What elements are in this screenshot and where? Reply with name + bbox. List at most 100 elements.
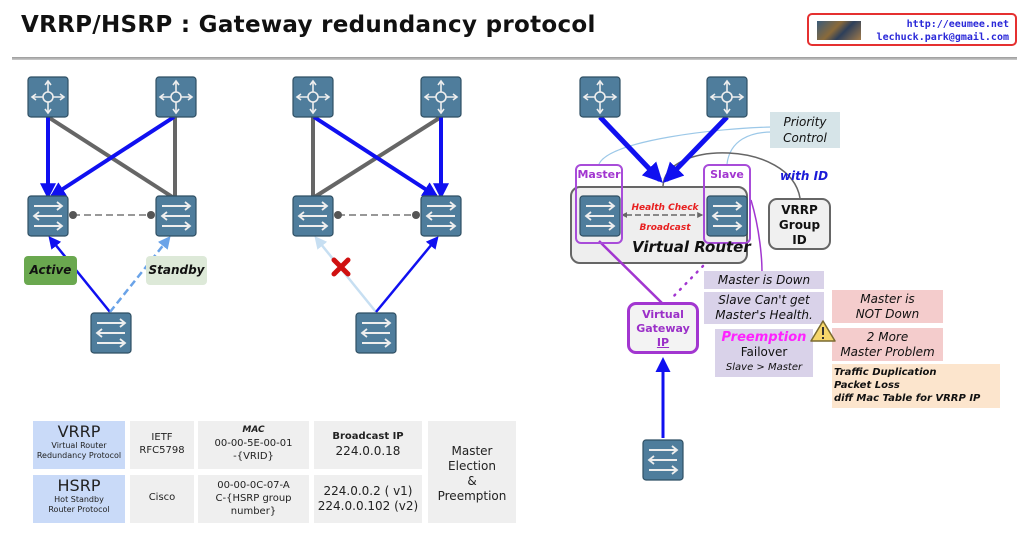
protocol-fullname: Router Protocol [48, 505, 110, 514]
table-cell-protocol: HSRP Hot Standby Router Protocol [33, 475, 125, 523]
table-cell-org: Cisco [130, 475, 194, 523]
group-id-line: Group [778, 218, 821, 232]
problem-item: diff Mac Table for VRRP IP [834, 393, 981, 404]
title-divider [12, 57, 1017, 60]
master-outline: Master [575, 164, 623, 244]
group-id-line: VRRP [781, 203, 818, 217]
link-active [312, 115, 439, 198]
problems-list: Traffic Duplication Packet Loss diff Mac… [832, 364, 1000, 408]
uplink-active [48, 236, 111, 313]
credit-email-link[interactable]: lechuck.park@gmail.com [876, 32, 1009, 43]
org-line: IETF [151, 432, 173, 443]
switch-standby-icon [155, 195, 197, 237]
credit-url-link[interactable]: http://eeumee.net [906, 19, 1009, 30]
router-icon [155, 76, 197, 118]
ip-line: 224.0.0.18 [335, 444, 401, 458]
protocol-fullname: Hot Standby [54, 495, 104, 504]
table-cell-ip: Broadcast IP 224.0.0.18 [314, 421, 422, 469]
priority-control-note: Priority Control [770, 112, 840, 148]
slave-to-status-link [750, 199, 763, 273]
switch-icon [420, 195, 462, 237]
master-to-gateway-link [598, 240, 664, 305]
vrrp-group-id-box: VRRP Group ID [768, 198, 831, 250]
link-active [49, 115, 176, 198]
mac-line: -{VRID} [233, 451, 274, 462]
page-title: VRRP/HSRP : Gateway redundancy protocol [21, 12, 596, 38]
mac-line: C-{HSRP group [215, 493, 292, 504]
router-icon [27, 76, 69, 118]
uplink-active [375, 236, 439, 313]
note-line: Slave Can't get [718, 293, 810, 307]
access-switch-icon [355, 312, 397, 354]
preemption-label: Preemption [721, 330, 807, 345]
two-master-problem-note: 2 More Master Problem [832, 328, 943, 361]
author-avatar [817, 21, 861, 40]
diagram-failover [292, 76, 462, 354]
shared-line: & [467, 474, 477, 488]
credit-box: http://eeumee.net lechuck.park@gmail.com [807, 13, 1017, 46]
table-cell-ip: 224.0.0.2 ( v1) 224.0.0.102 (v2) [314, 475, 422, 523]
router-icon [706, 76, 748, 118]
access-switch-icon [642, 439, 684, 481]
warning-icon [810, 320, 836, 342]
mac-line: 00-00-5E-00-01 [214, 438, 293, 449]
org-line: RFC5798 [139, 445, 185, 456]
table-cell-protocol: VRRP Virtual Router Redundancy Protocol [33, 421, 125, 469]
mac-header: MAC [242, 425, 265, 435]
problem-item: Packet Loss [834, 380, 900, 391]
gateway-line: Gateway [636, 322, 690, 335]
priority-connector [726, 131, 773, 165]
priority-connector [598, 126, 773, 165]
note-line: Master is [860, 292, 915, 306]
preemption-note: Preemption Failover Slave > Master [715, 329, 813, 377]
org-line: Cisco [148, 492, 176, 503]
ip-line: 224.0.0.102 (v2) [317, 499, 419, 513]
standby-tag: Standby [146, 256, 207, 285]
ip-header: Broadcast IP [332, 431, 404, 442]
note-line: NOT Down [855, 307, 920, 321]
failure-x-icon [331, 257, 351, 277]
peer-link-endpoint [147, 211, 155, 219]
slave-outline: Slave [703, 164, 751, 244]
table-cell-mac: MAC 00-00-5E-00-01 -{VRID} [198, 421, 309, 469]
protocol-fullname: Virtual Router [51, 441, 107, 450]
diagram-virtual-router [579, 76, 801, 481]
note-line: Master's Health. [715, 308, 813, 322]
router-icon [292, 76, 334, 118]
peer-link-endpoint [412, 211, 420, 219]
peer-link-endpoint [69, 211, 77, 219]
diagram-normal [27, 76, 197, 354]
switch-icon [292, 195, 334, 237]
note-line: Master Problem [840, 345, 935, 359]
protocol-name: VRRP [57, 422, 101, 441]
slave-gt-master-label: Slave > Master [725, 362, 803, 373]
access-switch-icon [90, 312, 132, 354]
protocol-fullname: Redundancy Protocol [36, 451, 122, 460]
uplink-to-virtual-router [598, 115, 663, 183]
master-not-down-note: Master is NOT Down [832, 290, 943, 323]
cant-get-health-note: Slave Can't get Master's Health. [704, 292, 824, 324]
note-line: 2 More [866, 330, 909, 344]
mac-line: 00-00-0C-07-A [217, 480, 290, 491]
virtual-gateway-ip-box: Virtual Gateway IP [627, 302, 699, 354]
health-check-label: Health Check [631, 203, 699, 213]
with-id-label: with ID [779, 169, 829, 183]
failover-label: Failover [740, 345, 788, 359]
slave-label: Slave [710, 168, 744, 181]
table-cell-shared-feature: Master Election & Preemption [428, 421, 516, 523]
router-icon [420, 76, 462, 118]
gateway-line: Virtual [642, 308, 684, 321]
protocol-name: HSRP [57, 476, 101, 495]
table-cell-mac: 00-00-0C-07-A C-{HSRP group number} [198, 475, 309, 523]
master-label: Master [577, 168, 621, 181]
table-cell-org: IETF RFC5798 [130, 421, 194, 469]
uplink-standby [109, 236, 171, 313]
master-down-note: Master is Down [704, 271, 824, 289]
group-id-line: ID [792, 233, 807, 247]
shared-line: Election [448, 459, 496, 473]
problem-item: Traffic Duplication [834, 367, 937, 378]
gateway-line: IP [656, 336, 670, 349]
uplink-to-virtual-router [663, 115, 729, 183]
broadcast-label: Broadcast [639, 223, 691, 233]
